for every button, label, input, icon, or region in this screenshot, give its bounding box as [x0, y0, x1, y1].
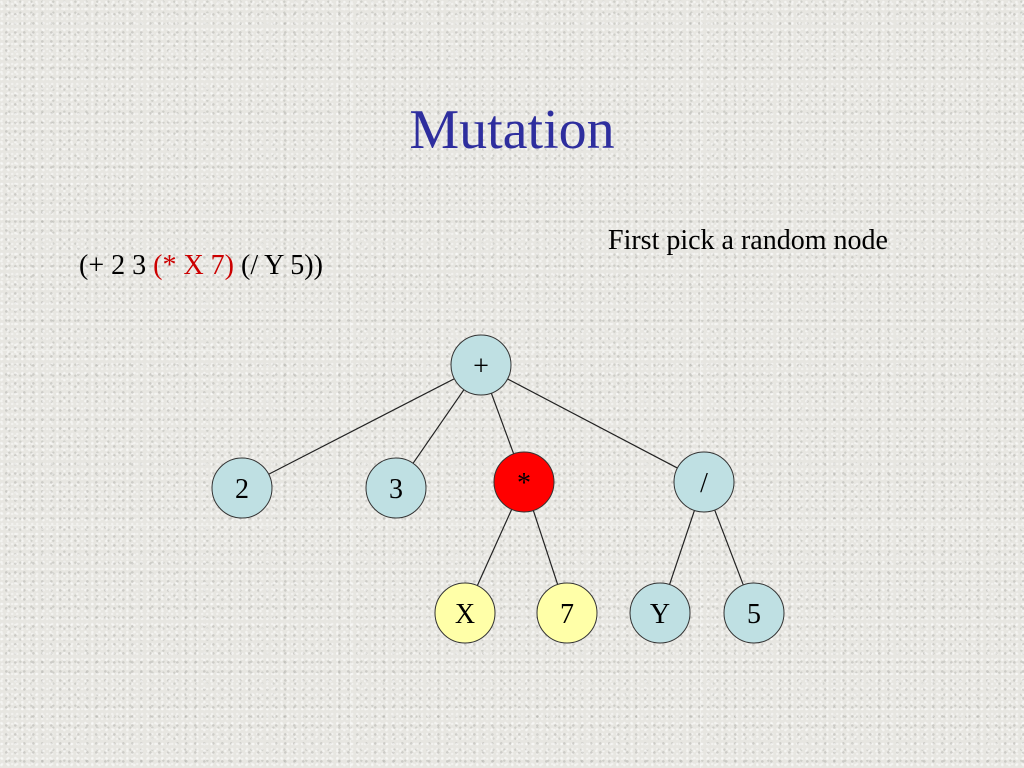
- tree-node-x: X: [434, 582, 496, 644]
- tree-node-label: 5: [747, 599, 761, 630]
- tree-node-plus: +: [450, 334, 512, 396]
- tree-edge-plus-times: [490, 392, 515, 455]
- tree-node-label: *: [517, 468, 531, 499]
- tree-node-circle: [450, 334, 512, 396]
- tree-node-two: 2: [211, 457, 273, 519]
- tree-node-circle: [536, 582, 598, 644]
- tree-edge-times-x: [476, 509, 513, 586]
- tree-edge-plus-two: [268, 378, 455, 475]
- tree-node-circle: [673, 451, 735, 513]
- tree-edges: [268, 378, 744, 586]
- tree-node-y: Y: [629, 582, 691, 644]
- expression-prefix: (+ 2 3: [79, 250, 154, 281]
- tree-node-circle: [629, 582, 691, 644]
- tree-node-label: 7: [560, 599, 574, 630]
- caption-text: First pick a random node: [608, 225, 888, 256]
- tree-edge-divide-five: [714, 509, 744, 586]
- expression-text: (+ 2 3 (* X 7) (/ Y 5)): [79, 250, 323, 282]
- tree-edge-divide-y: [668, 510, 696, 585]
- tree-node-label: 2: [235, 474, 249, 505]
- background-tile-line: [700, 0, 701, 768]
- tree-node-circle: [493, 451, 555, 513]
- tree-node-divide: /: [673, 451, 735, 513]
- expression-suffix: (/ Y 5)): [234, 250, 323, 281]
- tree-edge-times-seven: [532, 510, 559, 585]
- tree-node-five: 5: [723, 582, 785, 644]
- tree-node-label: /: [700, 468, 708, 499]
- tree-node-label: Y: [650, 599, 670, 630]
- background-tile-line: [350, 0, 351, 768]
- tree-node-label: X: [455, 599, 475, 630]
- tree-node-three: 3: [365, 457, 427, 519]
- tree-node-circle: [365, 457, 427, 519]
- tree-edge-plus-three: [412, 389, 465, 464]
- tree-node-label: 3: [389, 474, 403, 505]
- background-tile-line: [0, 350, 1024, 351]
- slide-title: Mutation: [409, 99, 615, 161]
- tree-node-circle: [211, 457, 273, 519]
- tree-node-circle: [723, 582, 785, 644]
- tree-nodes: +2 3 * / X 7 Y 5: [211, 334, 785, 644]
- tree-node-label: +: [473, 351, 489, 382]
- expression-highlight: (* X 7): [153, 250, 234, 281]
- tree-node-times: *: [493, 451, 555, 513]
- tree-node-seven: 7: [536, 582, 598, 644]
- background-tile-line: [0, 525, 1024, 526]
- tree-node-circle: [434, 582, 496, 644]
- tree-edge-plus-divide: [507, 378, 678, 469]
